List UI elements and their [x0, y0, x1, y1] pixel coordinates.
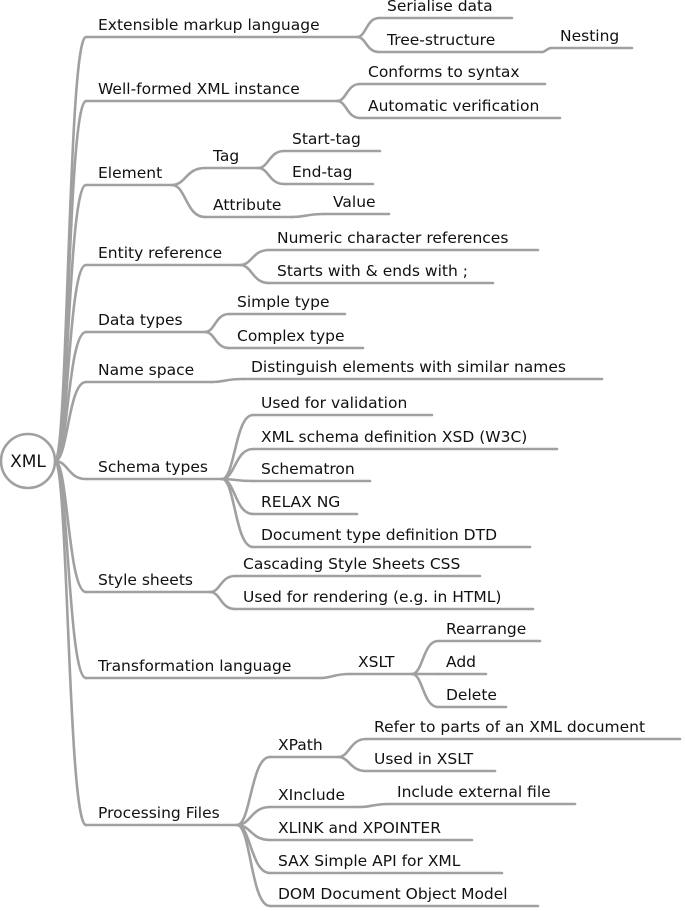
node-refer-to-parts-of-an-xml-document: Refer to parts of an XML document [374, 718, 645, 736]
node-value: Value [333, 193, 376, 211]
branch-element: Element [98, 164, 162, 182]
connector-start-tag [256, 149, 286, 170]
branch-data-types: Data types [98, 311, 183, 329]
connector-simple-type [203, 312, 231, 334]
node-cascading-style-sheets-css: Cascading Style Sheets CSS [243, 555, 460, 573]
connector-xslt [318, 672, 352, 680]
node-start-tag: Start-tag [292, 130, 361, 148]
node-used-in-xslt: Used in XSLT [374, 750, 474, 768]
connector-attribute [170, 183, 207, 219]
connector-name-space [53, 380, 88, 463]
node-sax-simple-api-for-xml: SAX Simple API for XML [278, 852, 461, 870]
branch-style-sheets: Style sheets [98, 571, 193, 589]
connector-distinguish-elements-with-similar-names [210, 377, 245, 384]
connector-used-for-rendering-e-g-in-html [208, 590, 237, 611]
connector-automatic-verification [335, 99, 362, 120]
node-complex-type: Complex type [237, 327, 345, 345]
node-rearrange: Rearrange [446, 620, 526, 638]
node-xslt: XSLT [358, 653, 395, 671]
root-node-label: XML [10, 452, 46, 472]
connector-dom-document-object-model [235, 823, 272, 908]
connector-starts-with-and-ends-with [238, 263, 271, 285]
node-xml-schema-definition-xsd-w3c: XML schema definition XSD (W3C) [261, 428, 527, 446]
connector-complex-type [203, 330, 231, 350]
node-attribute: Attribute [213, 196, 281, 214]
node-document-type-definition-dtd: Document type definition DTD [261, 526, 497, 544]
root-node-circle [0, 432, 57, 490]
connector-rearrange [410, 639, 440, 676]
node-xinclude: XInclude [278, 786, 345, 804]
node-schematron: Schematron [261, 460, 355, 478]
connector-used-for-validation [220, 413, 255, 481]
node-used-for-validation: Used for validation [261, 394, 407, 412]
connector-numeric-character-references [238, 248, 271, 267]
connector-cascading-style-sheets-css [208, 574, 237, 594]
node-nesting: Nesting [560, 27, 619, 45]
node-tree-structure: Tree-structure [386, 31, 495, 49]
connector-tag [170, 166, 207, 187]
connector-refer-to-parts-of-an-xml-document [336, 737, 368, 759]
node-used-for-rendering-e-g-in-html: Used for rendering (e.g. in HTML) [243, 588, 501, 606]
connector-tree-structure [355, 35, 381, 54]
branch-name-space: Name space [98, 361, 194, 379]
mindmap-nodes: XML Extensible markup language Serialise … [0, 0, 645, 903]
connector-processing-files [53, 459, 88, 827]
node-end-tag: End-tag [292, 163, 352, 181]
branch-transformation-language: Transformation language [97, 657, 291, 675]
node-simple-type: Simple type [237, 293, 329, 311]
node-xlink-and-xpointer: XLINK and XPOINTER [278, 819, 441, 837]
node-relax-ng: RELAX NG [261, 493, 340, 511]
connector-end-tag [256, 166, 286, 186]
connector-delete [410, 672, 440, 709]
node-automatic-verification: Automatic verification [368, 97, 539, 115]
connector-conforms-to-syntax [335, 82, 362, 103]
branch-entity-reference: Entity reference [98, 244, 222, 262]
connector-sax-simple-api-for-xml [235, 823, 272, 875]
connector-document-type-definition-dtd [220, 477, 255, 549]
node-xpath: XPath [278, 736, 323, 754]
connector-include-external-file [358, 802, 391, 809]
node-tag: Tag [212, 147, 239, 165]
node-starts-with-and-ends-with: Starts with & ends with ; [277, 262, 468, 280]
branch-well-formed-xml-instance: Well-formed XML instance [98, 80, 300, 98]
mindmap-connectors [53, 16, 682, 908]
node-delete: Delete [446, 686, 497, 704]
connector-xpath [235, 755, 272, 827]
node-include-external-file: Include external file [397, 783, 551, 801]
node-distinguish-elements-with-similar-names: Distinguish elements with similar names [251, 358, 566, 376]
node-numeric-character-references: Numeric character references [277, 229, 508, 247]
node-dom-document-object-model: DOM Document Object Model [278, 885, 508, 903]
connector-value [290, 212, 327, 219]
branch-schema-types: Schema types [98, 458, 208, 476]
connector-nesting [540, 46, 554, 54]
branch-processing-files: Processing Files [98, 804, 220, 822]
node-conforms-to-syntax: Conforms to syntax [368, 63, 520, 81]
connector-serialise-data [355, 16, 381, 39]
connector-used-in-xslt [336, 755, 368, 773]
branch-extensible-markup-language: Extensible markup language [98, 16, 320, 34]
node-serialise-data: Serialise data [387, 0, 493, 15]
node-add: Add [446, 653, 476, 671]
